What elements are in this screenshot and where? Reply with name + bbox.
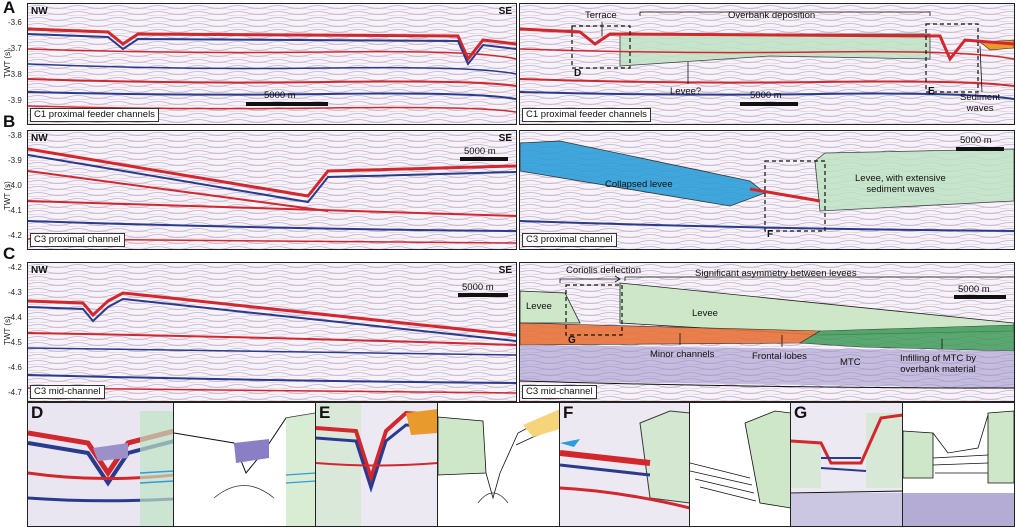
subpanel-g-seismic: G xyxy=(790,402,904,527)
panel-c-tick: -4.6 xyxy=(8,363,22,372)
terrace-label: Terrace xyxy=(585,10,617,21)
panel-c-nw-label: NW xyxy=(31,265,48,276)
subpanel-g-letter: G xyxy=(794,403,808,422)
box-g-label: G xyxy=(568,335,576,346)
overbank-label: Overbank deposition xyxy=(728,10,816,21)
subpanel-e-sketch-graphic xyxy=(438,409,560,504)
panel-a-right-interpretation xyxy=(520,4,1014,124)
panel-a-tick: -3.7 xyxy=(8,44,22,53)
panel-b-tick: -4.2 xyxy=(8,231,22,240)
panel-a-letter: A xyxy=(3,0,16,17)
panel-c-left-caption: C3 mid-channel xyxy=(30,385,105,399)
subpanel-e-seismic: E xyxy=(315,402,439,527)
panel-a-right-scale-label: 5000 m xyxy=(750,90,782,101)
subpanel-e-letter: E xyxy=(319,403,331,422)
panel-c-left-scale-label: 5000 m xyxy=(462,282,494,293)
subpanel-d-sketch xyxy=(173,402,317,527)
subpanel-e-sketch xyxy=(437,402,561,527)
panel-c-tick: -4.5 xyxy=(8,338,22,347)
panel-b-left-reflectors xyxy=(28,131,516,249)
panel-b-tick: -4.0 xyxy=(8,181,22,190)
levee-extensive-label: Levee, with extensive sediment waves xyxy=(855,173,946,195)
panel-b-right-caption: C3 proximal channel xyxy=(522,233,617,247)
panel-c-se-label: SE xyxy=(498,265,512,276)
panel-b-left-scalebar xyxy=(460,157,508,161)
subpanel-g-sketch-graphic xyxy=(903,410,1014,526)
panel-b-left-seismic: NW SE 5000 m C3 proximal channel xyxy=(27,130,517,250)
panel-a-right-scalebar xyxy=(740,102,798,106)
collapsed-levee-label: Collapsed levee xyxy=(605,179,673,190)
panel-b-right-interpretation xyxy=(520,131,1014,249)
panel-b-tick: -3.8 xyxy=(8,131,22,140)
panel-b-left-caption: C3 proximal channel xyxy=(30,233,125,247)
panel-b-left-scale-label: 5000 m xyxy=(464,146,496,157)
panel-c-tick: -4.4 xyxy=(8,313,22,322)
panel-c-right-interpreted: Coriolis deflection Significant asymmetr… xyxy=(519,262,1015,402)
mtc-infill-label: Infilling of MTC by overbank material xyxy=(900,353,977,375)
asymmetry-label: Significant asymmetry between levees xyxy=(695,268,857,279)
frontal-lobes-label: Frontal lobes xyxy=(752,351,807,362)
sediment-waves-label: Sediment waves xyxy=(960,92,1001,114)
panel-a-left-scale-label: 5000 m xyxy=(264,90,296,101)
subpanel-g-graphic xyxy=(791,403,903,526)
panel-a-left-reflectors xyxy=(28,4,516,124)
panel-a-tick: -3.6 xyxy=(8,18,22,27)
panel-b-right-scale-label: 5000 m xyxy=(960,135,992,146)
panel-a-tick: -3.9 xyxy=(8,96,22,105)
box-f-label: F xyxy=(767,229,774,240)
panel-a-right-caption: C1 proximal feeder channels xyxy=(522,108,651,122)
panel-a-left-caption: C1 proximal feeder channels xyxy=(30,108,159,122)
minor-channels-label: Minor channels xyxy=(650,349,715,360)
levee-right-label: Levee xyxy=(692,308,718,319)
panel-a-left-seismic: NW SE 5000 m C1 proximal feeder channels xyxy=(27,3,517,125)
subpanel-g-sketch xyxy=(902,402,1015,527)
subpanel-f-graphic xyxy=(560,403,690,526)
subpanel-d-sketch-graphic xyxy=(174,412,316,526)
panel-a-se-label: SE xyxy=(498,6,512,17)
subpanel-f-letter: F xyxy=(563,403,574,422)
subpanel-e-graphic xyxy=(316,403,438,526)
panel-c-left-scalebar xyxy=(458,293,508,297)
panel-c-tick: -4.7 xyxy=(8,388,22,397)
panel-a-left-scalebar xyxy=(246,102,328,106)
panel-b-se-label: SE xyxy=(498,133,512,144)
subpanel-d-letter: D xyxy=(31,403,44,422)
panel-b-right-scalebar xyxy=(956,147,1004,151)
levee-left-label: Levee xyxy=(526,301,552,312)
panel-c-right-scalebar xyxy=(954,295,1006,299)
levee-question-label: Levee? xyxy=(670,86,702,97)
panel-c-right-scale-label: 5000 m xyxy=(958,284,990,295)
panel-c-right-interpretation xyxy=(520,263,1014,401)
subpanel-d-graphic xyxy=(28,403,174,526)
panel-a-nw-label: NW xyxy=(31,6,48,17)
panel-c-right-caption: C3 mid-channel xyxy=(522,385,597,399)
panel-c-left-seismic: NW SE 5000 m C3 mid-channel xyxy=(27,262,517,402)
subpanel-f-sketch xyxy=(689,402,792,527)
coriolis-label: Coriolis deflection xyxy=(566,265,641,276)
panel-b-tick: -4.1 xyxy=(8,206,22,215)
panel-c-tick: -4.2 xyxy=(8,263,22,272)
box-d-label: D xyxy=(574,68,582,79)
panel-c-tick: -4.3 xyxy=(8,288,22,297)
subpanel-f-seismic: F xyxy=(559,402,691,527)
panel-a-tick: -3.8 xyxy=(8,70,22,79)
panel-b-letter: B xyxy=(3,112,16,131)
panel-c-left-reflectors xyxy=(28,263,516,401)
panel-b-nw-label: NW xyxy=(31,133,48,144)
mtc-label: MTC xyxy=(840,357,861,368)
subpanel-f-sketch-graphic xyxy=(690,410,791,509)
panel-b-right-interpreted: Collapsed levee Levee, with extensive se… xyxy=(519,130,1015,250)
panel-b-tick: -3.9 xyxy=(8,156,22,165)
box-e-label: E xyxy=(928,86,935,97)
subpanel-d-seismic: D xyxy=(27,402,175,527)
panel-c-letter: C xyxy=(3,244,16,263)
panel-a-right-interpreted: Terrace Overbank deposition Levee? Sedim… xyxy=(519,3,1015,125)
